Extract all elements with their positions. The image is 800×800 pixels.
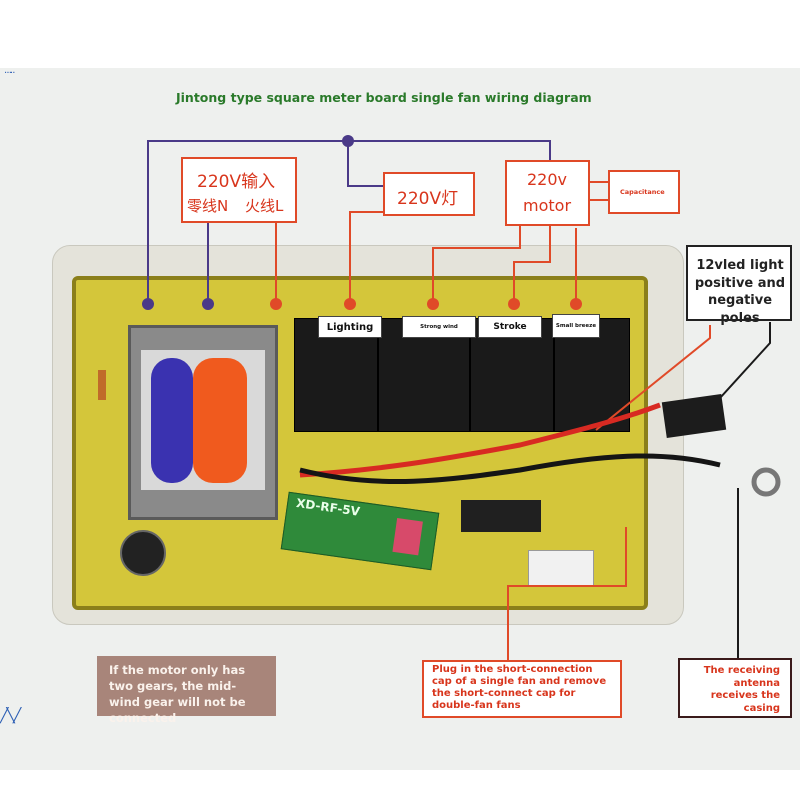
red-cable bbox=[299, 402, 661, 478]
red-wire-strong bbox=[432, 224, 521, 302]
terminal-dot-1 bbox=[142, 298, 154, 310]
led-12v-label: 12vled light positive and negative poles bbox=[694, 258, 786, 326]
capacitance-box: Capacitance bbox=[608, 170, 680, 214]
relay-label-lighting: Lighting bbox=[318, 316, 382, 338]
motor-label: motor bbox=[523, 196, 572, 215]
note-antenna: The receiving antenna receives the casin… bbox=[678, 658, 792, 718]
transformer bbox=[128, 325, 278, 520]
terminal-dot-2 bbox=[202, 298, 214, 310]
junction-dot bbox=[342, 135, 354, 147]
live-label: 火线L bbox=[245, 197, 284, 215]
black-cable bbox=[299, 453, 721, 485]
neutral-label: 零线N bbox=[187, 197, 229, 215]
resistor bbox=[98, 370, 106, 400]
motor-220v-box: 220v motor bbox=[505, 160, 590, 226]
input-220v-label: 220V输入 bbox=[197, 172, 276, 192]
note-two-gears: If the motor only has two gears, the mid… bbox=[97, 656, 276, 725]
terminal-dot-4 bbox=[344, 298, 356, 310]
lamp-220v-label: 220V灯 bbox=[397, 189, 459, 209]
note-short-cap-text: Plug in the short-connection cap of a si… bbox=[432, 664, 607, 711]
terminal-dot-3 bbox=[270, 298, 282, 310]
red-wire-stroke bbox=[513, 224, 551, 302]
electrolytic-capacitor bbox=[120, 530, 166, 576]
black-wire-led bbox=[699, 322, 771, 421]
input-220v-box: 220V输入 零线N 火线L bbox=[181, 157, 297, 223]
motor-voltage-label: 220v bbox=[527, 170, 568, 189]
decorative-pattern: · · ·· · bbox=[4, 68, 16, 79]
blue-coil bbox=[151, 358, 193, 483]
lamp-220v-box: 220V灯 bbox=[383, 172, 475, 216]
navy-wire-lamp bbox=[347, 141, 383, 187]
ring-terminal bbox=[751, 467, 781, 497]
diagram-title: Jintong type square meter board single f… bbox=[176, 90, 592, 105]
orange-coil bbox=[193, 358, 247, 483]
relay-label-strong-wind: Strong wind bbox=[402, 316, 476, 338]
red-wire-note-center bbox=[507, 527, 627, 662]
red-wire-antenna-pointer bbox=[595, 325, 711, 431]
capacitance-label: Capacitance bbox=[620, 188, 665, 196]
led-connector bbox=[661, 393, 727, 439]
red-wire-lamp bbox=[349, 211, 383, 302]
terminal-dot-7 bbox=[570, 298, 582, 310]
relay-label-stroke: Stroke bbox=[478, 316, 542, 338]
terminal-dot-5 bbox=[427, 298, 439, 310]
terminal-dot-6 bbox=[508, 298, 520, 310]
decorative-pattern: ╱╲╱ bbox=[0, 708, 21, 724]
relay-label-small-breeze: Small breeze bbox=[552, 314, 600, 338]
ic-chip bbox=[461, 500, 541, 532]
white-connector bbox=[528, 550, 594, 586]
note-short-cap: Plug in the short-connection cap of a si… bbox=[422, 660, 622, 718]
led-12v-box: 12vled light positive and negative poles bbox=[686, 245, 792, 326]
note-two-gears-text: If the motor only has two gears, the mid… bbox=[109, 663, 246, 726]
note-antenna-text: The receiving antenna receives the casin… bbox=[703, 665, 780, 714]
